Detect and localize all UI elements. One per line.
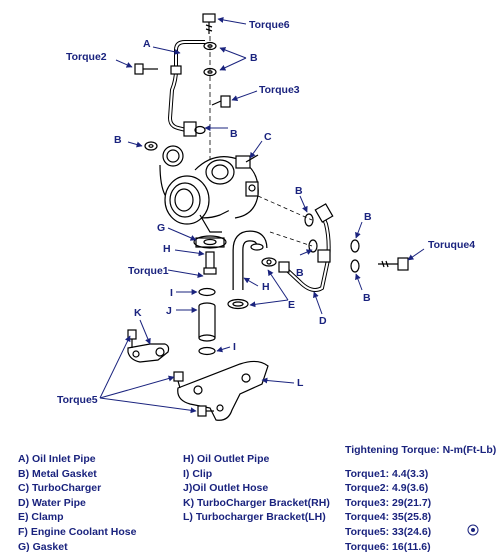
- torque2-bolt: [134, 63, 158, 75]
- legend-item: I) Clip: [183, 467, 213, 480]
- label-torque3: Torque3: [259, 84, 300, 96]
- legend-item: D) Water Pipe: [18, 496, 86, 509]
- torque-specifications: Tightening Torque: N-m(Ft-Lb) Torque1: 4…: [345, 443, 496, 554]
- oil-outlet-pipe-short: [203, 251, 217, 275]
- torque6-bolt: [202, 13, 216, 34]
- clip-upper: [198, 287, 216, 297]
- water-pipe: [278, 203, 334, 292]
- torque-spec-item: Torque1: 4.4(3.3): [345, 467, 429, 480]
- metal-gasket-right-4: [350, 259, 360, 273]
- turbocharger-bracket-rh: [127, 329, 170, 363]
- turbocharger-bracket-lh: [173, 360, 269, 421]
- legend-item: J)Oil Outlet Hose: [183, 482, 269, 495]
- label-b-right-1: B: [295, 185, 303, 197]
- label-l: L: [297, 377, 304, 389]
- label-b-top: B: [250, 52, 258, 64]
- label-b-center: B: [230, 128, 238, 140]
- metal-gasket-right-1: [304, 213, 314, 227]
- torque-spec-item: Torque6: 16(11.6): [345, 540, 431, 553]
- label-i-upper: I: [170, 287, 173, 299]
- label-k: K: [134, 307, 142, 319]
- legend-item: G) Gasket: [18, 540, 68, 553]
- clamp-lower: [227, 298, 249, 310]
- parts-legend-left: A) Oil Inlet Pipe B) Metal Gasket C) Tur…: [18, 452, 136, 554]
- clamp-upper: [261, 257, 277, 267]
- label-a: A: [143, 38, 151, 50]
- legend-item: F) Engine Coolant Hose: [18, 525, 137, 538]
- callout-labels: Torque6 A B Torque2 Torque3 B B C B B G …: [57, 19, 475, 406]
- legend-item: K) TurboCharger Bracket(RH): [183, 496, 330, 509]
- turbocharger: [159, 145, 259, 233]
- torque-spec-item: Torque5: 33(24.6): [345, 525, 432, 538]
- label-i-lower: I: [233, 341, 236, 353]
- legend-item: E) Clamp: [18, 511, 64, 524]
- parts-legend-middle: H) Oil Outlet Pipe I) Clip J)Oil Outlet …: [183, 452, 330, 525]
- torque4-bolt: [378, 257, 409, 271]
- label-b-right-2: B: [364, 211, 372, 223]
- legend-item: H) Oil Outlet Pipe: [183, 453, 270, 465]
- label-torque5: Torque5: [57, 394, 98, 406]
- torque-spec-item: Torque3: 29(21.7): [345, 496, 432, 509]
- label-torque6: Torque6: [249, 19, 290, 31]
- label-toruque4: Toruque4: [428, 239, 475, 251]
- label-c: C: [264, 131, 272, 143]
- parts-drawing: [127, 13, 409, 421]
- corner-logo: [467, 524, 479, 536]
- torque-heading: Tightening Torque: N-m(Ft-Lb): [345, 444, 497, 456]
- label-torque1: Torque1: [128, 265, 169, 277]
- clip-lower: [198, 346, 216, 356]
- legend-item: B) Metal Gasket: [18, 467, 97, 480]
- metal-gasket-top-1: [203, 41, 217, 51]
- metal-gasket-right-3: [350, 239, 360, 253]
- label-g: G: [157, 222, 165, 234]
- legend-item: A) Oil Inlet Pipe: [18, 453, 96, 465]
- torque3-bolt: [211, 95, 231, 108]
- label-b-right-4: B: [363, 292, 371, 304]
- gasket-g: [193, 235, 227, 249]
- label-d: D: [319, 315, 327, 327]
- leader-arrows: [99, 16, 425, 414]
- torque-spec-item: Torque4: 35(25.8): [345, 511, 432, 524]
- legend-item: C) TurboCharger: [18, 482, 102, 495]
- label-j: J: [166, 305, 172, 317]
- torque-spec-item: Torque2: 4.9(3.6): [345, 482, 429, 495]
- metal-gasket-right-2: [308, 239, 318, 253]
- label-h-upper: H: [163, 243, 171, 255]
- label-e: E: [288, 299, 295, 311]
- oil-outlet-hose: [198, 302, 216, 342]
- metal-gasket-left: [144, 141, 158, 151]
- label-b-right-3: B: [296, 267, 304, 279]
- label-h-lower: H: [262, 281, 270, 293]
- oil-inlet-pipe: [167, 40, 205, 137]
- label-b-left: B: [114, 134, 122, 146]
- oil-outlet-pipe-long: [232, 230, 268, 290]
- label-torque2: Torque2: [66, 51, 107, 63]
- legend-item: L) Turbocharger Bracket(LH): [183, 511, 326, 524]
